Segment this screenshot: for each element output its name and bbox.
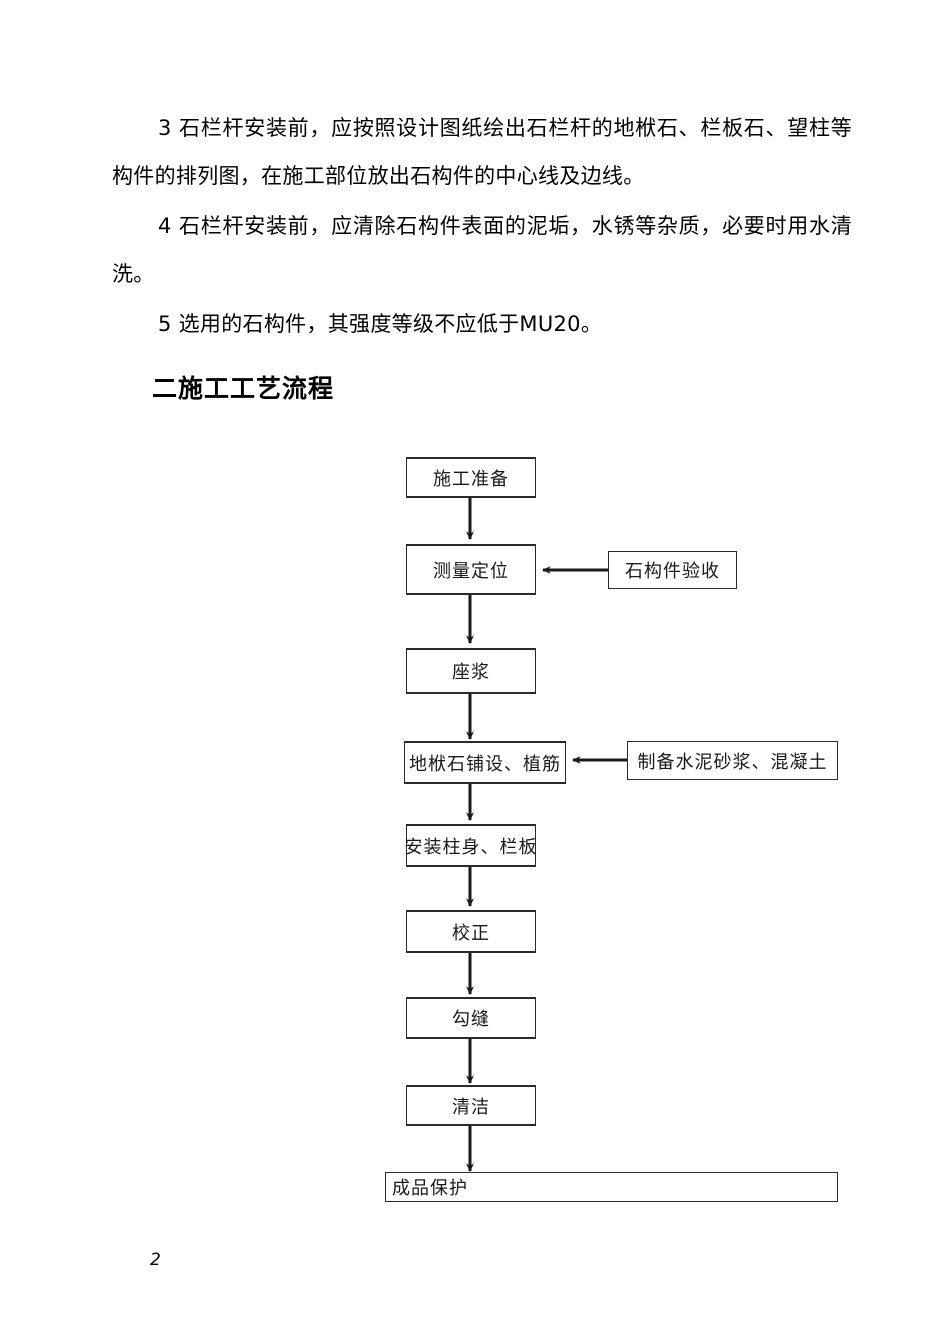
flow-node-label: 勾缝: [452, 1009, 490, 1030]
flow-node-prepare-cement-mortar-concrete[interactable]: 制备水泥砂浆、混凝土: [627, 741, 838, 780]
flow-node-label: 地栿石铺设、植筋: [409, 753, 561, 775]
flow-node-cleaning[interactable]: 清洁: [406, 1086, 536, 1125]
flow-node-alignment-correction[interactable]: 校正: [406, 911, 536, 952]
paragraph-3: 3 石栏杆安装前，应按照设计图纸绘出石栏杆的地栿石、栏板石、望柱等构件的排列图，…: [112, 116, 852, 188]
flow-node-label: 施工准备: [433, 468, 509, 490]
flow-node-stone-component-acceptance[interactable]: 石构件验收: [608, 551, 737, 589]
flow-node-install-column-railing[interactable]: 安装柱身、栏板: [404, 825, 538, 866]
section-heading: 二施工工艺流程: [152, 374, 335, 403]
flow-node-label: 校正: [452, 922, 490, 944]
flow-node-foundation-stone-laying-rebar[interactable]: 地栿石铺设、植筋: [404, 742, 566, 783]
flow-node-mortar-bed[interactable]: 座浆: [406, 649, 536, 693]
flow-node-label: 制备水泥砂浆、混凝土: [637, 751, 828, 773]
flow-node-construction-preparation[interactable]: 施工准备: [406, 458, 536, 497]
body-text-block: 3 石栏杆安装前，应按照设计图纸绘出石栏杆的地栿石、栏板石、望柱等构件的排列图，…: [112, 104, 852, 350]
flow-node-label: 测量定位: [433, 560, 509, 582]
flow-node-label: 清洁: [452, 1096, 490, 1118]
flow-node-label: 石构件验收: [625, 561, 720, 582]
flow-node-label: 成品保护: [392, 1178, 468, 1199]
page-number: 2: [150, 1250, 161, 1270]
flow-node-survey-positioning[interactable]: 测量定位: [406, 545, 536, 594]
flow-node-finished-product-protection[interactable]: 成品保护: [385, 1172, 838, 1202]
paragraph-4: 4 石栏杆安装前，应清除石构件表面的泥垢，水锈等杂质，必要时用水清洗。: [112, 214, 852, 286]
flow-node-label: 座浆: [452, 662, 490, 683]
paragraph-5: 5 选用的石构件，其强度等级不应低于MU20。: [158, 312, 603, 336]
flow-node-jointing[interactable]: 勾缝: [406, 998, 536, 1038]
flow-node-label: 安装柱身、栏板: [404, 836, 538, 858]
